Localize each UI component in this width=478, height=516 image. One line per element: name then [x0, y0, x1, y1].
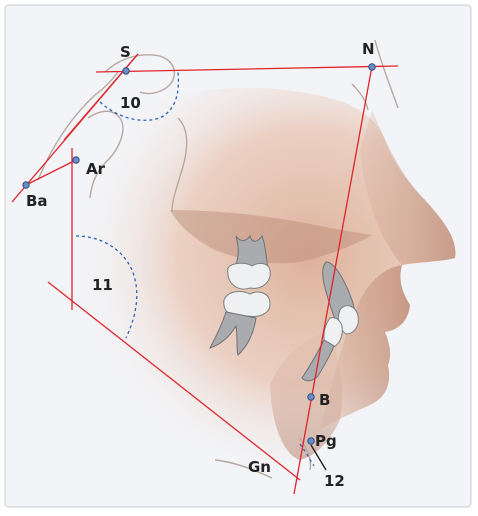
label-n: N — [362, 40, 375, 58]
point-ba — [23, 182, 29, 188]
point-pg — [308, 438, 314, 444]
point-b — [308, 394, 314, 400]
label-s: S — [120, 43, 131, 61]
label-ar: Ar — [86, 160, 106, 178]
label-b: B — [319, 391, 330, 409]
label-ba: Ba — [26, 192, 48, 210]
label-pg: Pg — [315, 432, 337, 450]
angle-label-10: 10 — [120, 94, 141, 112]
angle-label-11: 11 — [92, 276, 113, 294]
point-s — [123, 68, 129, 74]
point-n — [369, 64, 375, 70]
label-gn: Gn — [248, 458, 271, 476]
point-ar — [73, 157, 79, 163]
angle-label-12: 12 — [324, 472, 345, 490]
